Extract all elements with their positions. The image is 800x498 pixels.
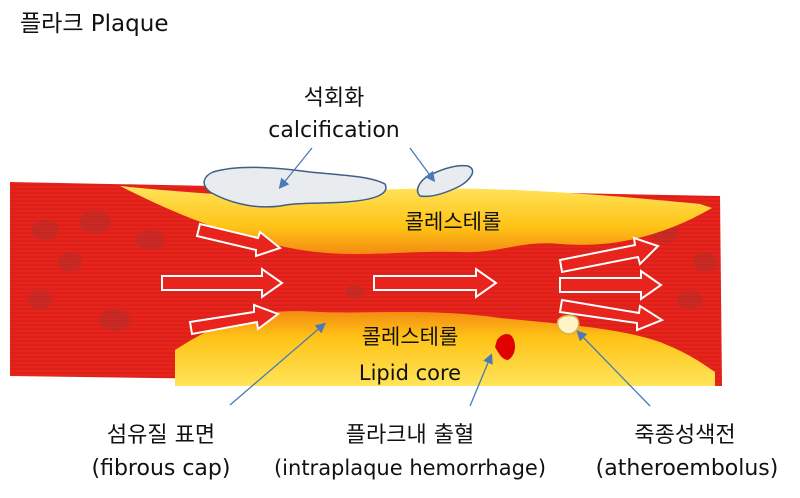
flow-arrow — [188, 303, 281, 336]
flow-arrow — [558, 236, 660, 274]
calcification-deposits — [203, 164, 474, 208]
calcium-deposit-right — [416, 164, 474, 198]
calcification-label-ko: 석회화 — [303, 86, 365, 111]
flow-arrow — [195, 222, 283, 258]
pointer-calcium-left — [278, 147, 313, 190]
calcium-deposit-left — [203, 166, 387, 208]
calcification-label-en: calcification — [268, 118, 400, 143]
flow-arrows — [161, 222, 665, 336]
vessel-dark-spots — [28, 211, 717, 331]
pointer-lines — [229, 147, 651, 407]
pointer-hemorrhage — [469, 353, 493, 407]
cholesterol-label-top: 콜레스테롤 — [404, 210, 502, 234]
cholesterol-label-mid: 콜레스테롤 — [361, 325, 459, 349]
atheroembolus-particle — [556, 314, 580, 335]
hemorrhage-label-en: (intraplaque hemorrhage) — [273, 456, 547, 480]
plaque-lower — [175, 311, 715, 386]
flow-arrow — [559, 269, 663, 301]
atheroembolus-label-en: (atheroembolus) — [595, 456, 779, 481]
atheroembolus-label-ko: 죽종성색전 — [634, 423, 736, 448]
flow-arrow — [373, 267, 498, 299]
flow-arrow — [558, 298, 665, 332]
pointer-fibrous-cap — [229, 322, 326, 406]
pointer-atheroembolus — [576, 330, 651, 407]
diagram-title: 플라크 Plaque — [20, 11, 169, 37]
fibrous-cap-label-en: (fibrous cap) — [91, 456, 231, 481]
flow-arrow — [161, 267, 284, 299]
hemorrhage-label-ko: 플라크내 출혈 — [345, 423, 475, 448]
pointer-calcium-right — [409, 147, 436, 183]
fibrous-cap-label-ko: 섬유질 표면 — [106, 423, 216, 448]
lipid-core-label: Lipid core — [358, 361, 462, 385]
hemorrhage-spot — [495, 334, 516, 360]
